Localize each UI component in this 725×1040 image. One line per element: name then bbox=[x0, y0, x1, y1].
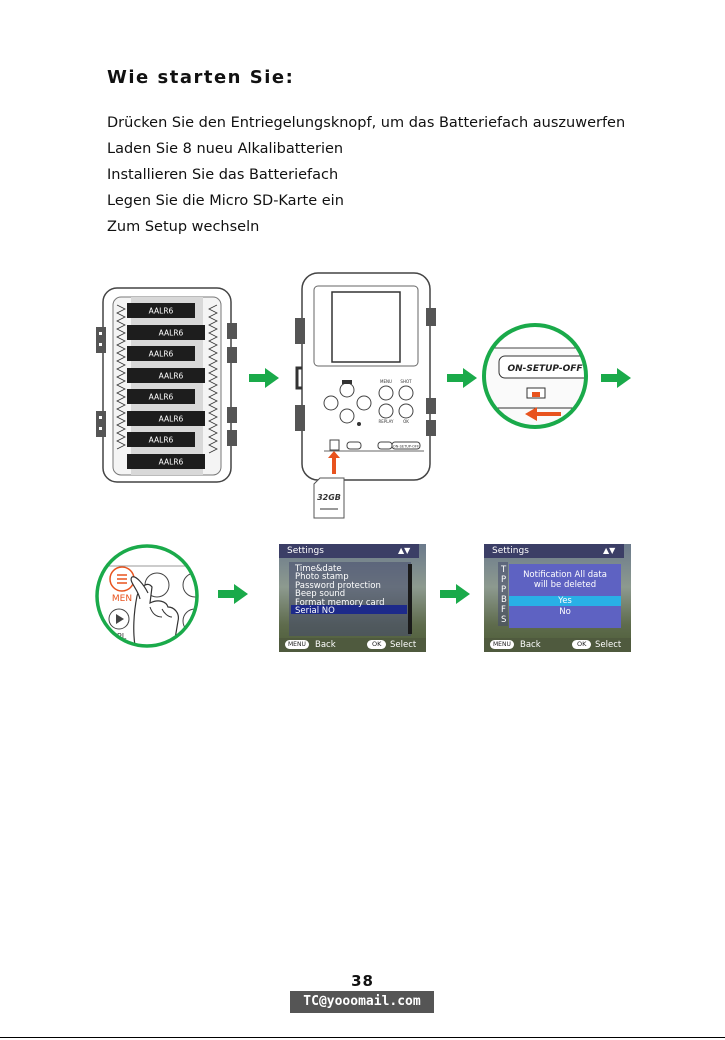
green-arrow-icon bbox=[601, 368, 631, 388]
replay-button-label: REPLAY bbox=[379, 419, 394, 424]
settings-title: Settings bbox=[492, 546, 529, 556]
green-arrow-icon bbox=[249, 368, 279, 388]
dialog-message-line-2: will be deleted bbox=[533, 580, 597, 590]
menu-item-beep-sound[interactable]: Beep sound bbox=[295, 589, 346, 600]
dialog-yes-option[interactable]: Yes bbox=[509, 596, 621, 606]
menu-item-initial: F bbox=[501, 605, 506, 615]
battery-row bbox=[127, 303, 205, 469]
menu-press-closeup: MEN EPL bbox=[95, 544, 199, 648]
menu-item-serial-no[interactable]: Serial NO bbox=[295, 606, 335, 617]
dialog-no-option[interactable]: No bbox=[559, 607, 571, 617]
battery-label: AALR6 bbox=[149, 307, 174, 316]
scroll-arrows-icon: ▲▼ bbox=[398, 546, 411, 555]
battery-label: AALR6 bbox=[149, 350, 174, 359]
camera-switch-label: ON-SETUP-OFF bbox=[393, 445, 419, 449]
step-3: Installieren Sie das Batteriefach bbox=[107, 167, 339, 183]
camera-back-illustration: MENU SHOT REPLAY OK ON-SETUP-OFF 32GB bbox=[295, 272, 436, 519]
menu-item-initial: B bbox=[501, 595, 507, 605]
menu-item-initial: P bbox=[501, 585, 507, 595]
ok-button-label: OK bbox=[403, 419, 409, 424]
sd-card-label: 32GB bbox=[317, 493, 341, 502]
menu-item-initial: P bbox=[501, 575, 507, 585]
green-arrow-icon bbox=[218, 584, 248, 604]
battery-label: AALR6 bbox=[149, 436, 174, 445]
footer-select-label[interactable]: Select bbox=[390, 640, 417, 650]
menu-key-badge: MENU bbox=[490, 640, 514, 649]
shot-button-label: SHOT bbox=[400, 379, 412, 384]
switch-label: ON-SETUP-OFF bbox=[507, 364, 583, 374]
watermark-email: TC@yooomail.com bbox=[290, 991, 434, 1013]
step-1: Drücken Sie den Entriegelungsknopf, um d… bbox=[107, 115, 626, 131]
menu-button-label: MENU bbox=[380, 379, 392, 384]
battery-label: AALR6 bbox=[159, 372, 184, 381]
settings-title: Settings bbox=[287, 546, 324, 556]
page-title: Wie starten Sie: bbox=[107, 67, 295, 88]
bottom-divider bbox=[0, 1037, 725, 1038]
green-arrow-icon bbox=[440, 584, 470, 604]
step-5: Zum Setup wechseln bbox=[107, 219, 260, 235]
battery-label: AALR6 bbox=[159, 415, 184, 424]
menu-item-format-memory-card[interactable]: Format memory card bbox=[295, 597, 385, 608]
battery-label: AALR6 bbox=[159, 329, 184, 338]
menu-item-time-date[interactable]: Time&date bbox=[295, 564, 342, 574]
menu-item-photo-stamp[interactable]: Photo stamp bbox=[295, 572, 349, 583]
hand-menu-label: MEN bbox=[112, 594, 132, 604]
green-arrow-icon bbox=[447, 368, 477, 388]
scroll-arrows-icon: ▲▼ bbox=[603, 546, 616, 555]
format-confirm-screen: Settings ▲▼ T P P B F S Notification All… bbox=[484, 544, 631, 652]
menu-item-initial: S bbox=[501, 615, 507, 625]
instruction-steps: Drücken Sie den Entriegelungsknopf, um d… bbox=[107, 110, 625, 240]
ok-key-badge: OK bbox=[572, 640, 592, 649]
ok-key-badge: OK bbox=[367, 640, 387, 649]
step-4: Legen Sie die Micro SD-Karte ein bbox=[107, 193, 344, 209]
footer-back-label[interactable]: Back bbox=[315, 640, 336, 650]
footer-back-label[interactable]: Back bbox=[520, 640, 541, 650]
settings-menu-screen: Settings ▲▼ Time&date Photo stamp Passwo… bbox=[279, 544, 426, 652]
battery-label: AALR6 bbox=[159, 458, 184, 467]
step-2: Laden Sie 8 nueu Alkalibatterien bbox=[107, 141, 344, 157]
setup-switch-closeup: ON-SETUP-OFF bbox=[482, 323, 588, 429]
footer-select-label[interactable]: Select bbox=[595, 640, 622, 650]
menu-item-initial: T bbox=[501, 565, 507, 575]
menu-key-badge: MENU bbox=[285, 640, 309, 649]
delete-confirm-dialog: Notification All data will be deleted Ye… bbox=[509, 564, 621, 628]
battery-tray-illustration: AALR6 AALR6 AALR6 AALR6 AALR6 AALR6 AALR… bbox=[96, 287, 237, 483]
page-number: 38 bbox=[351, 972, 374, 990]
menu-item-password-protection[interactable]: Password protection bbox=[295, 580, 381, 591]
dialog-message-line-1: Notification All data bbox=[523, 570, 607, 580]
battery-label: AALR6 bbox=[149, 393, 174, 402]
